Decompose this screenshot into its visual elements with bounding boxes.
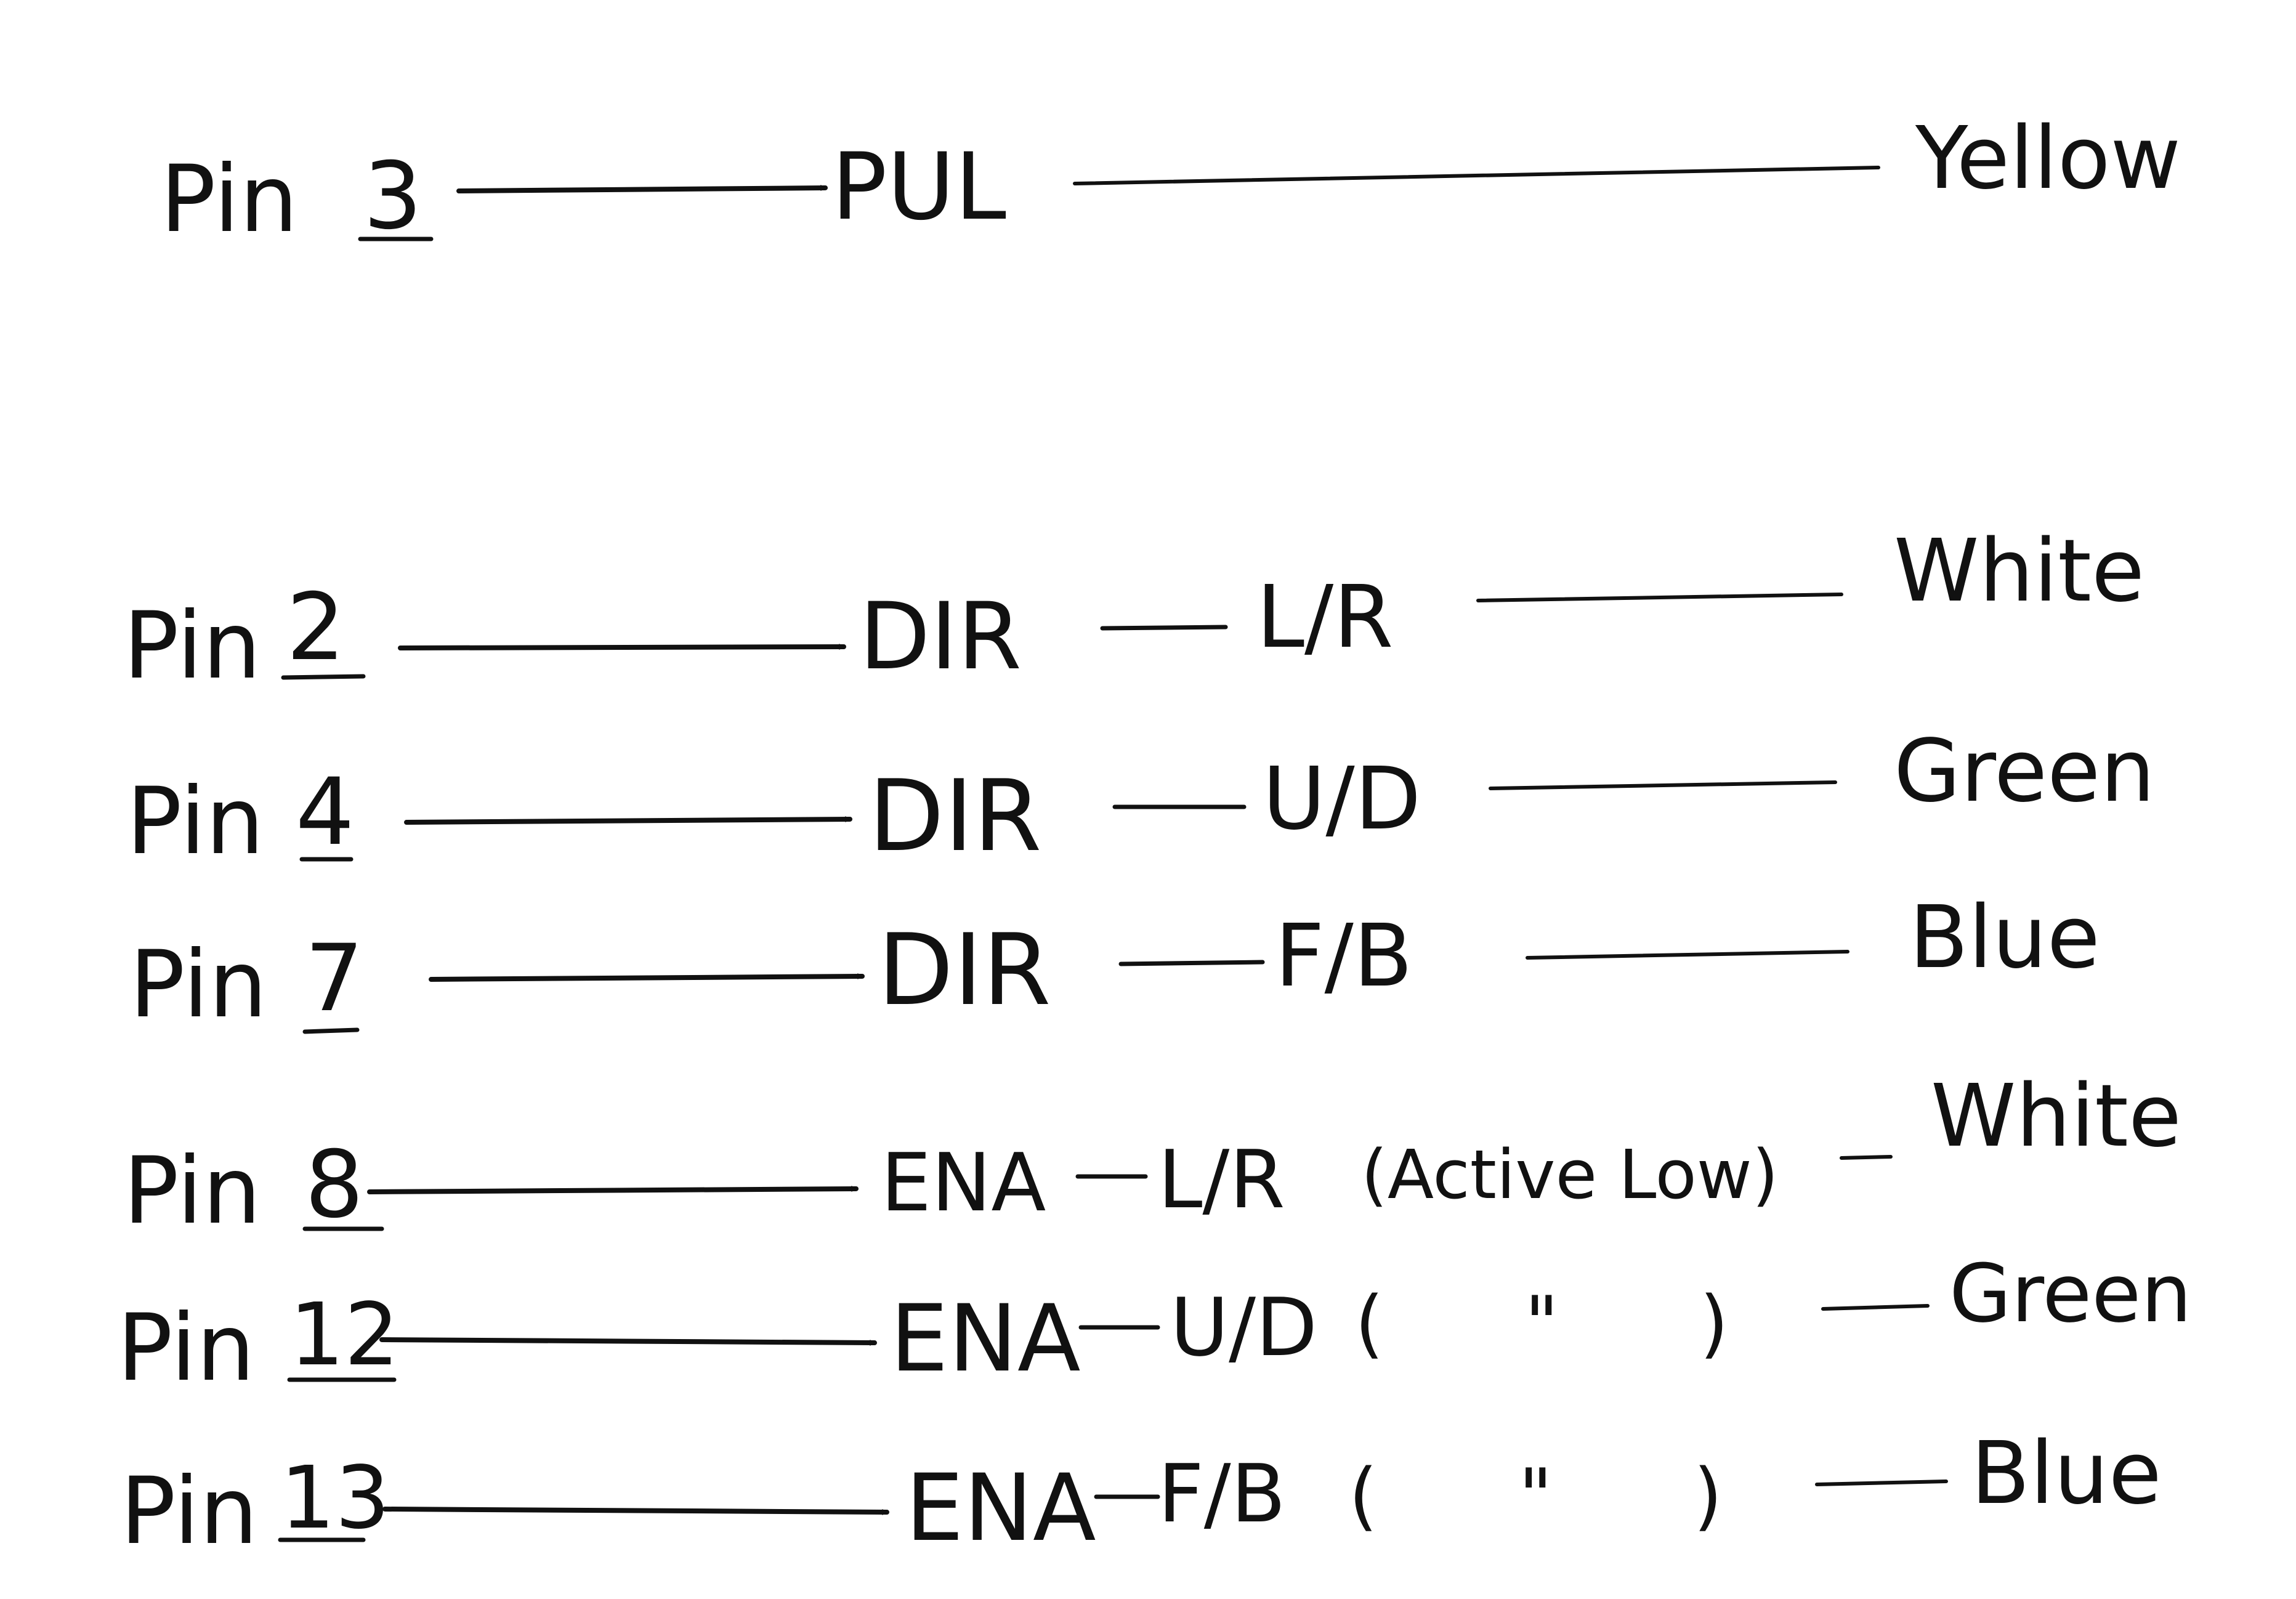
wire-line <box>1073 166 1880 185</box>
pin-number: 2 <box>286 574 345 681</box>
arrow-line <box>382 1507 889 1512</box>
wire-color-label: Blue <box>1909 888 2100 988</box>
axis-label: F/B <box>1158 1447 1286 1540</box>
row-pin-4: Pin 4 DIR U/D Green <box>126 721 2155 875</box>
wire-color-label: White <box>1894 521 2144 621</box>
signal-label: DIR <box>859 583 1022 690</box>
ditto-note: ( " ) <box>1355 1281 1729 1367</box>
signal-label: PUL <box>831 134 1006 241</box>
axis-label: F/B <box>1275 906 1413 1006</box>
signal-label: ENA <box>881 1136 1046 1229</box>
pin-label: Pin <box>123 593 261 700</box>
wire-color-label: Yellow <box>1915 108 2181 209</box>
pin-label: Pin <box>123 1138 261 1245</box>
dash-line <box>1100 625 1228 631</box>
row-pin-2: Pin 2 DIR L/R White <box>123 521 2144 700</box>
wire-color-label: Blue <box>1971 1423 2162 1524</box>
arrow-line <box>367 1189 859 1194</box>
pin-underline <box>302 1027 360 1034</box>
arrow-line <box>398 647 846 650</box>
active-low-note: (Active Low) <box>1361 1135 1779 1214</box>
axis-label: L/R <box>1158 1133 1285 1226</box>
pin-label: Pin <box>117 1295 255 1402</box>
arrow-line <box>404 819 852 825</box>
dash-line <box>1118 960 1265 966</box>
row-pin-12: Pin 12 ENA U/D ( " ) Green <box>117 1247 2192 1402</box>
wire-line <box>1476 593 1843 602</box>
pin-number: 13 <box>280 1448 390 1548</box>
arrow-line <box>379 1337 877 1343</box>
arrow-line <box>456 188 828 193</box>
wire-line <box>1821 1304 1930 1311</box>
ditto-note: ( " ) <box>1349 1454 1723 1539</box>
signal-label: DIR <box>878 912 1051 1027</box>
signal-label: ENA <box>905 1455 1096 1562</box>
row-pin-7: Pin 7 DIR F/B Blue <box>129 888 2100 1038</box>
pin-number: 4 <box>296 759 354 866</box>
wire-line <box>1840 1155 1893 1160</box>
row-pin-13: Pin 13 ENA F/B ( " ) Blue <box>120 1423 2162 1565</box>
pin-number: 8 <box>305 1131 363 1239</box>
pin-label: Pin <box>126 768 264 875</box>
pin-label: Pin <box>160 146 298 253</box>
wire-line <box>1526 950 1849 960</box>
wire-line <box>1489 780 1837 790</box>
axis-label: U/D <box>1170 1281 1317 1374</box>
signal-label: ENA <box>890 1285 1081 1393</box>
wire-color-label: Green <box>1949 1247 2192 1340</box>
wire-line <box>1815 1480 1948 1486</box>
wire-color-label: Green <box>1894 721 2155 822</box>
row-pin-8: Pin 8 ENA L/R (Active Low) White <box>123 1066 2181 1245</box>
axis-label: L/R <box>1256 567 1393 668</box>
signal-label: DIR <box>868 758 1042 873</box>
pin-underline <box>281 674 366 680</box>
arrow-line <box>429 976 865 982</box>
pin-label: Pin <box>120 1458 258 1565</box>
wire-color-label: White <box>1931 1066 2181 1167</box>
row-pin-3: Pin 3 PUL Yellow <box>160 108 2181 253</box>
pin-number: 12 <box>289 1285 399 1385</box>
pin-number: 3 <box>363 143 422 250</box>
axis-label: U/D <box>1263 749 1421 849</box>
pin-label: Pin <box>129 931 267 1038</box>
pin-number: 7 <box>305 925 363 1032</box>
